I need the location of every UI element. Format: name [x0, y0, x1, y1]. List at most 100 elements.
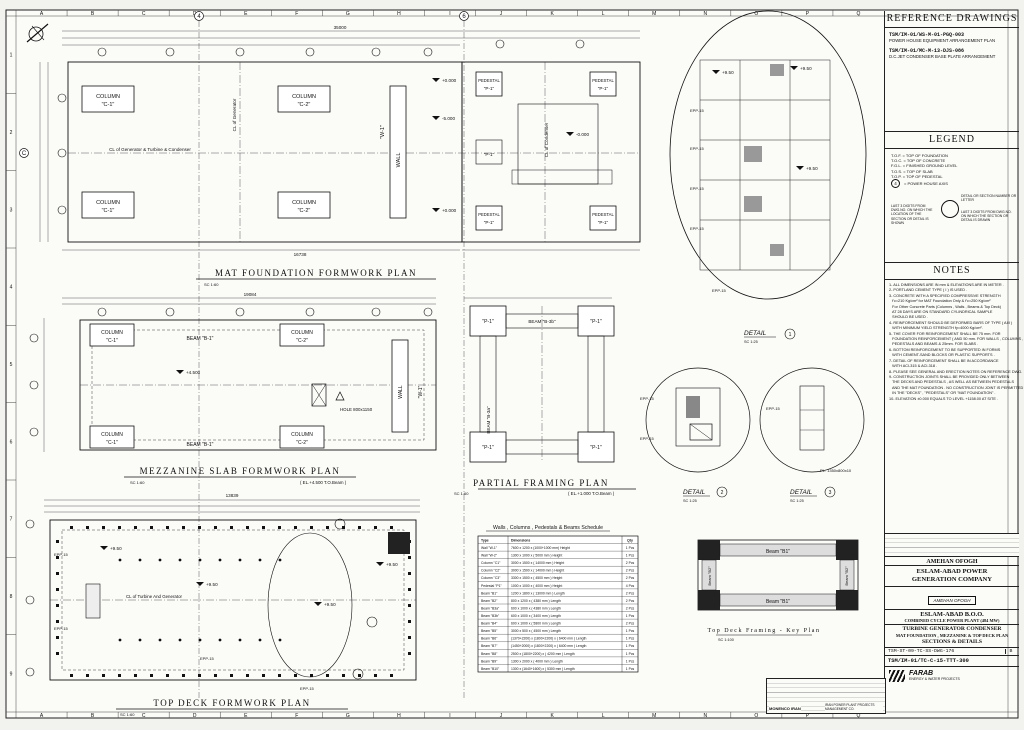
wall-w1: WALL "W-1"	[380, 85, 407, 219]
drawing-title-1: TURBINE GENERATOR CONDENSER	[902, 626, 1002, 632]
svg-text:+9.50: +9.50	[206, 582, 218, 587]
svg-text:Beam "B2": Beam "B2"	[707, 566, 712, 586]
plan-title: MEZZANINE SLAB FORMWORK PLAN	[140, 466, 341, 476]
note-item: 3- CONCRETE WITH A SPECIFIED COMPRESSIVE…	[889, 293, 1001, 298]
consultant-name: MONENCO IRAN	[769, 706, 801, 711]
farab-name: FARAB	[909, 670, 934, 678]
column-c2: COLUMN "C-2"	[277, 191, 331, 219]
grid-column-label: C	[142, 713, 146, 719]
grid-row-label: 8	[10, 594, 13, 600]
svg-text:"C-2": "C-2"	[298, 102, 311, 108]
note-item: THE DECKS AND PEDESTALS , AS WELL AS BET…	[889, 380, 1014, 385]
grid-row-label: 3	[10, 207, 13, 213]
column-c1: COLUMN "C-1"	[81, 85, 135, 113]
schedule-cell: 1 Pcs	[626, 614, 635, 618]
pedestal: PEDESTAL "P-1"	[475, 205, 503, 231]
schedule-cell: 2 Pcs	[626, 599, 635, 603]
svg-text:SC 1:25: SC 1:25	[744, 340, 758, 344]
svg-text:COLUMN: COLUMN	[96, 94, 120, 100]
schedule-cell: 2 Pcs	[626, 576, 635, 580]
schedule-cell: Beam "B10"	[481, 667, 500, 671]
plan-title: TOP DECK FORMWORK PLAN	[153, 698, 310, 708]
schedule-cell: 2 Pcs	[626, 606, 635, 610]
svg-text:"C-1": "C-1"	[106, 440, 118, 446]
schedule-cell: 600 x 1000 x ( 5800 mm ) Length	[511, 622, 561, 626]
svg-text:EPP-15: EPP-15	[54, 626, 69, 631]
schedule-cell: 1300 x 2000 x ( 4000 mm ) Length	[511, 659, 563, 663]
grid-references: AABBCCDDEEFFGGHHIIJJKKLLMMNNOOPPQQ123456…	[6, 10, 861, 719]
grid-row-label: 1	[10, 53, 13, 59]
schedule-cell: 3000 x 1500 x ( 14000 mm ) Height	[511, 569, 564, 573]
plan-scale: SC 1:60	[454, 491, 469, 496]
svg-text:4: 4	[197, 14, 201, 20]
title-block-panel: REFERENCE DRAWINGS TSM/IM-01/WS-M-01-PGQ…	[884, 11, 1024, 713]
turbine-axis-label: CL of Generator & Turbine & Condenser	[109, 147, 191, 152]
schedule-cell: 1 Pcs	[626, 644, 635, 648]
drawing-title-3: SECTIONS & DETAILS	[922, 639, 982, 646]
project-sub: COMBINED CYCLE POWER PLANT (484 MW)	[904, 618, 1000, 623]
dimension-label: 16738	[294, 252, 307, 257]
note-item: FOUNDATION REINFORCEMENT ( AND 50 mm. FO…	[889, 337, 1024, 342]
hole-label: HOLE 800x1150	[340, 407, 373, 412]
grid-column-label: G	[346, 713, 350, 719]
condenser-axis-label: CL of Condenser	[544, 122, 549, 157]
note-item: 1- ALL DIMENSIONS ARE IN mm & ELEVATIONS…	[889, 283, 1004, 287]
schedule-cell: 1 Pcs	[626, 629, 635, 633]
svg-text:COLUMN: COLUMN	[292, 94, 316, 100]
schedule-cell: Column "C2"	[481, 569, 501, 573]
schedule-cell: Beam "B9"	[481, 659, 498, 663]
svg-text:DETAIL: DETAIL	[790, 489, 813, 496]
grid-column-label: O	[754, 11, 758, 17]
mat-foundation-plan: 35000 16738 COLUMN "C-1" COLUMN "C-2" CO…	[39, 25, 641, 287]
legend-title: LEGEND	[929, 134, 975, 145]
axis-bubble: 4	[194, 11, 204, 700]
note-item: SHOULD BE USED .	[889, 315, 928, 320]
grid-column-label: L	[602, 11, 605, 17]
schedule-cell: Beam "B4"	[481, 622, 498, 626]
grid-column-label: E	[244, 713, 248, 719]
svg-text:-0.000: -0.000	[576, 132, 589, 137]
beam-label: BEAM "B-1"	[187, 442, 214, 448]
svg-text:"C-1": "C-1"	[102, 208, 115, 214]
schedule-cell: 7600 x 1200 x (1000+1000 mm) Height	[511, 546, 570, 550]
legend-item: T.O.P. = TOP OF PEDESTAL	[891, 173, 943, 179]
farab-logo-icon	[889, 669, 905, 682]
schedule-cell: 2500 x (1800+2200) x ( 4200 mm ) Length	[511, 652, 575, 656]
svg-text:"C-2": "C-2"	[296, 338, 308, 344]
schedule-cell: Pedestal "P1"	[481, 584, 502, 588]
plan-subtitle: ( EL.+1.000 T.O.Beam )	[568, 491, 615, 496]
svg-text:SC 1:100: SC 1:100	[718, 638, 734, 642]
beam-label: BEAM "B-3a"	[486, 406, 491, 434]
schedule-cell: 1 Pcs	[626, 554, 635, 558]
note-item: For Other Concrete Parts (Columns , Wall…	[889, 304, 1002, 309]
note-item: 7- DETAIL OF REINFORCEMENT SHALL BE IN A…	[889, 358, 999, 363]
svg-text:PEDESTAL: PEDESTAL	[592, 78, 614, 83]
schedule-cell: Beam "B6"	[481, 637, 498, 641]
pedestal: PEDESTAL "P-1"	[589, 71, 617, 97]
schedule-cell: (1370+2200) x (1800+2200) x ( 6400 mm ) …	[511, 637, 587, 641]
svg-text:"C-2": "C-2"	[296, 440, 308, 446]
grid-column-label: H	[397, 11, 401, 17]
schedule-cell: 3000 x 500 x ( 4500 mm ) Length	[511, 629, 561, 633]
schedule-cell: Qty	[627, 538, 633, 542]
schedule-cell: 1000 x 1000 x ( 4000 mm ) Height	[511, 584, 562, 588]
grid-column-label: I	[449, 713, 450, 719]
schedule-cell: Column "C3"	[481, 576, 501, 580]
schedule-cell: Beam "B8"	[481, 652, 498, 656]
notes-title: NOTES	[933, 265, 971, 276]
svg-text:WALL: WALL	[396, 153, 402, 168]
svg-text:"W-1": "W-1"	[418, 385, 424, 398]
client-name: ESLAM-ABAD POWER	[916, 568, 988, 575]
pedestal: PEDESTAL "P-1"	[589, 205, 617, 231]
svg-text:+9.50: +9.50	[110, 546, 122, 551]
detail-2: EPP-15 EPP-15 DETAIL 2 SC 1:25	[640, 367, 751, 503]
north-arrow-icon	[26, 23, 49, 43]
note-item: AND THE MAT FOUNDATION . NO CONSTRUCTION…	[889, 385, 1024, 390]
svg-text:PEDESTAL: PEDESTAL	[478, 212, 500, 217]
svg-text:EPP-15: EPP-15	[690, 226, 705, 231]
grid-column-label: A	[40, 11, 44, 17]
svg-text:COLUMN: COLUMN	[101, 330, 123, 336]
schedule-cell: Beam "B2"	[481, 599, 498, 603]
plan-scale: SC 1:60	[204, 282, 219, 287]
